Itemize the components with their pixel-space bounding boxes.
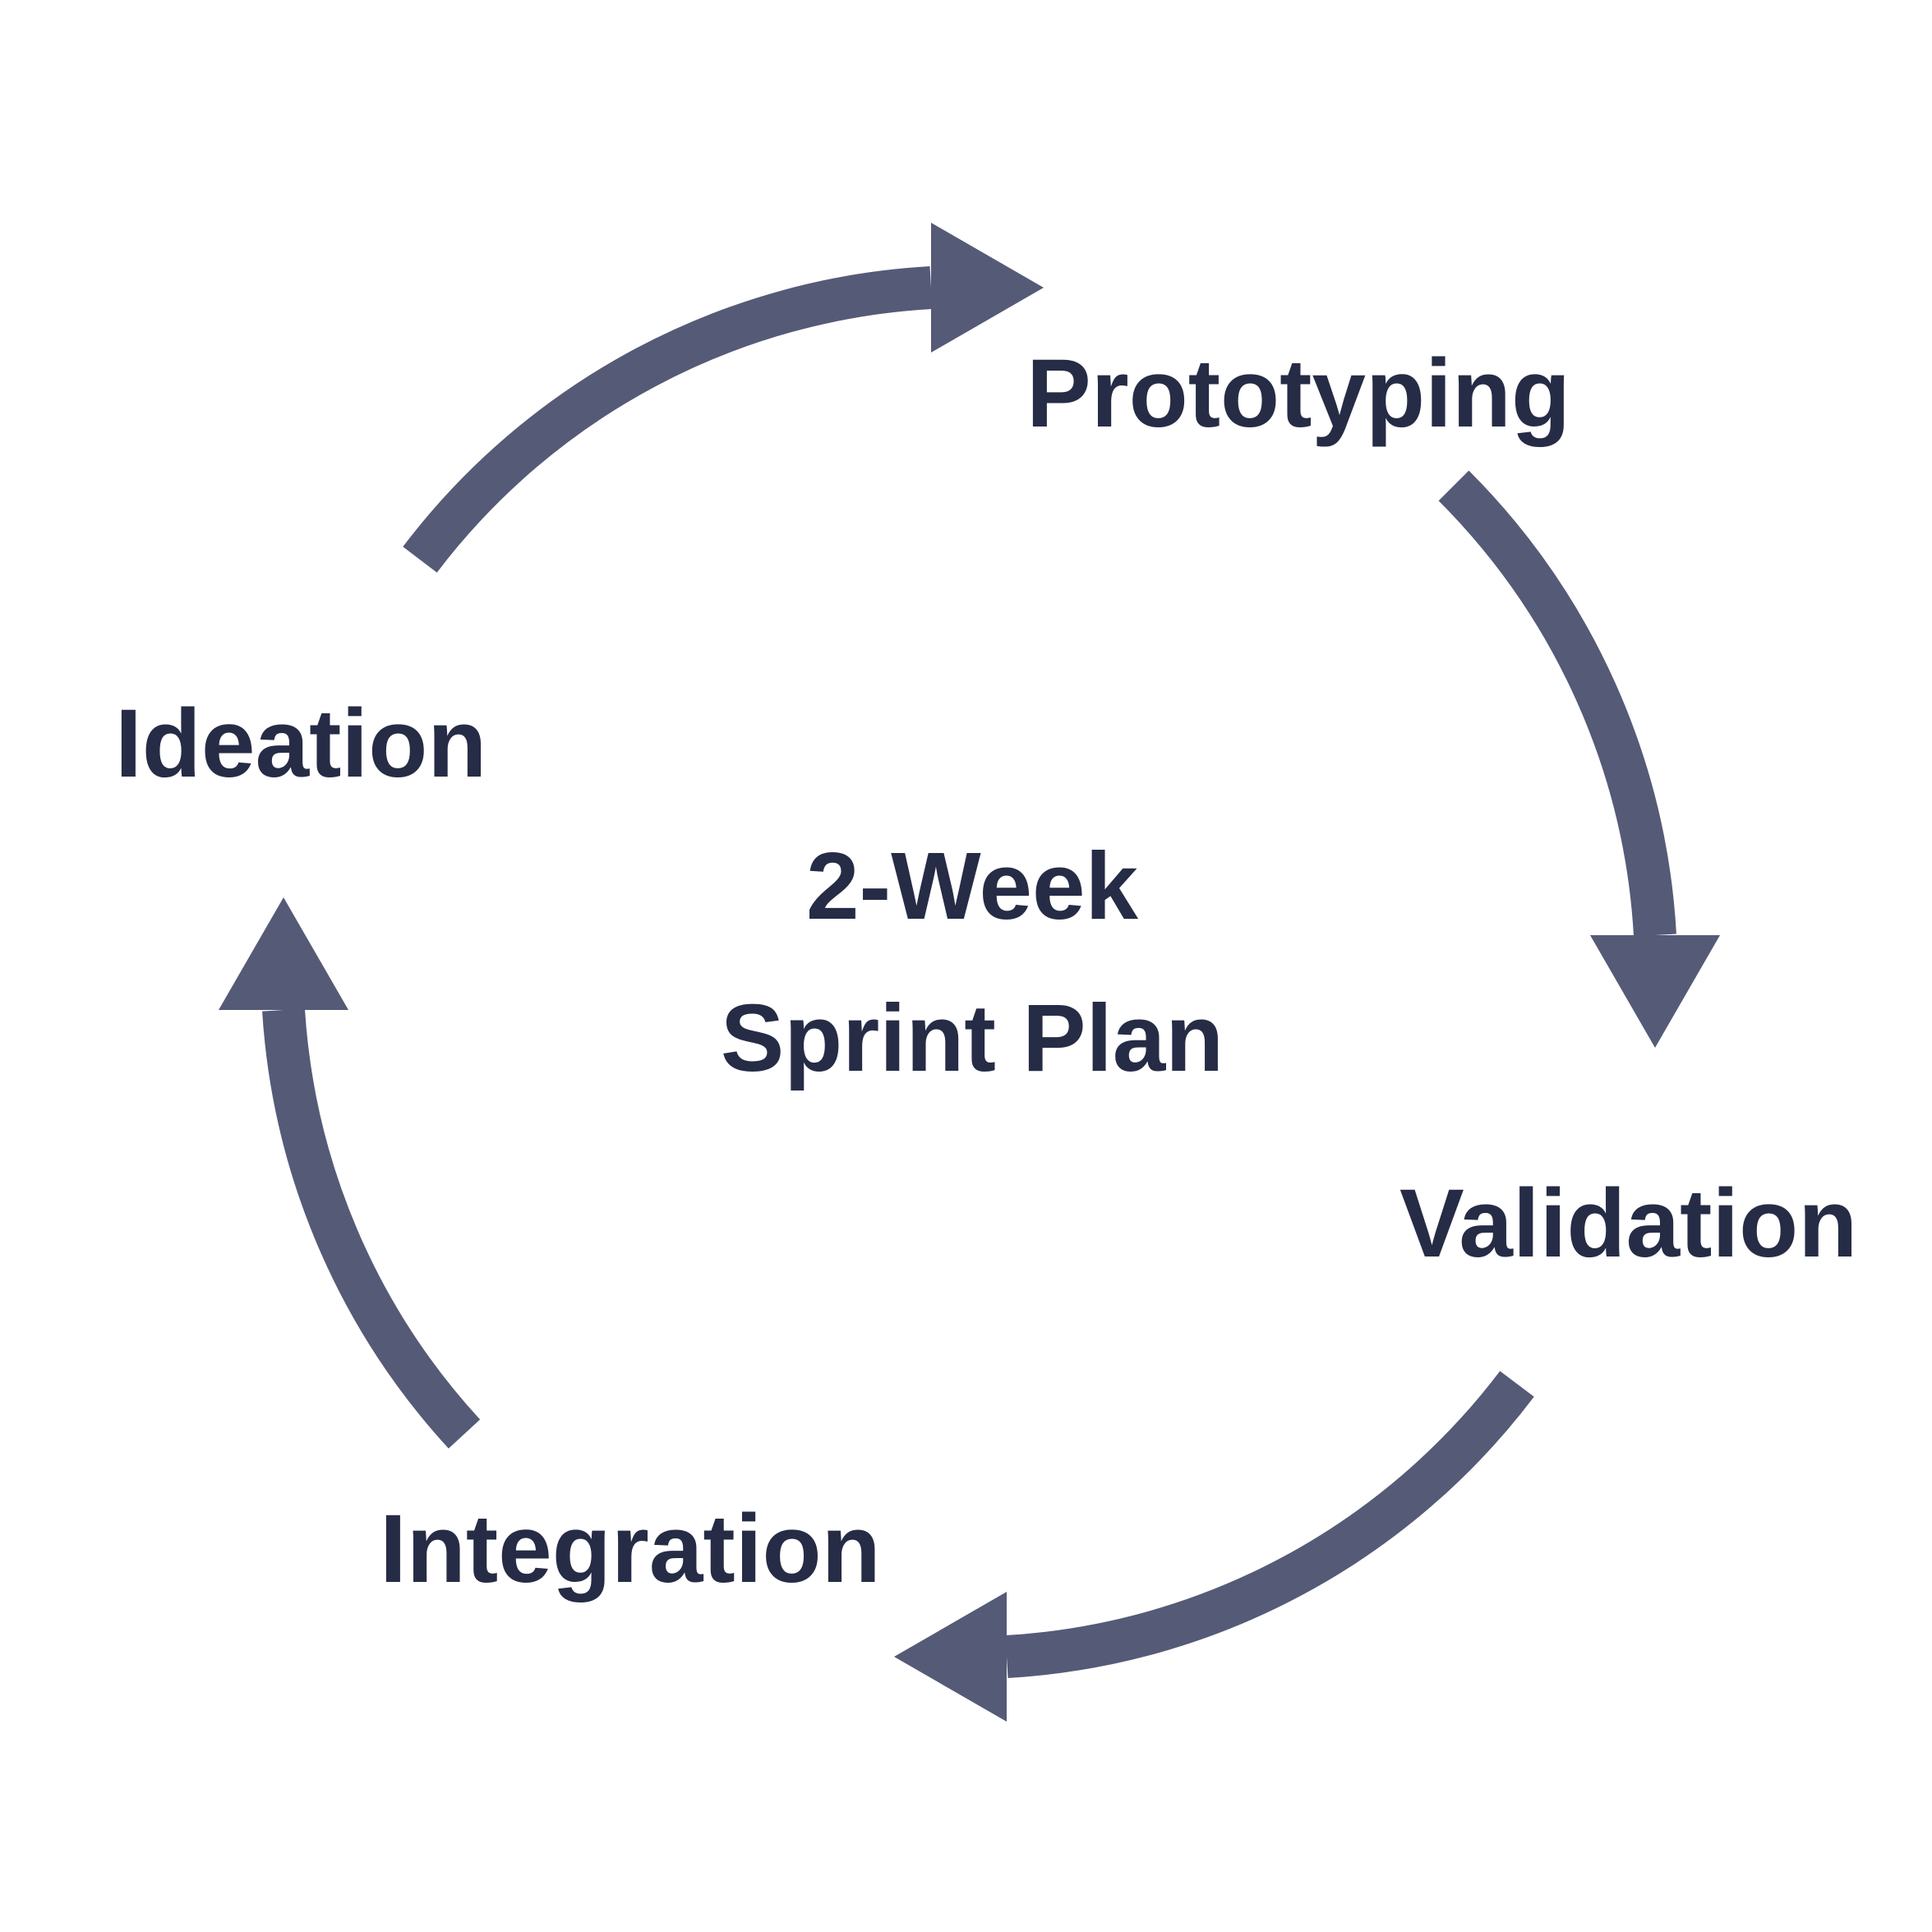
arrow-prototyping-to-validation xyxy=(1438,470,1720,1048)
arrowhead-down xyxy=(1590,935,1720,1048)
center-title-line-1: 2-Week xyxy=(806,832,1139,939)
arrow-validation-to-integration xyxy=(894,1371,1534,1722)
arrow-shaft xyxy=(262,1008,481,1449)
center-title-line-2: Sprint Plan xyxy=(721,984,1224,1091)
arrow-integration-to-ideation xyxy=(219,897,481,1449)
stage-label-integration: Integration xyxy=(380,1495,881,1603)
arrowhead-left xyxy=(894,1592,1007,1722)
arrow-shaft xyxy=(403,266,933,573)
arrow-shaft xyxy=(1438,470,1676,937)
arrow-shaft xyxy=(1005,1371,1534,1678)
stage-label-ideation: Ideation xyxy=(115,689,486,798)
arrowhead-right xyxy=(931,223,1044,353)
arrow-ideation-to-prototyping xyxy=(403,223,1044,573)
arrowhead-up xyxy=(219,897,348,1010)
stage-label-prototyping: Prototyping xyxy=(1026,339,1570,448)
stage-label-validation: Validation xyxy=(1399,1169,1857,1278)
